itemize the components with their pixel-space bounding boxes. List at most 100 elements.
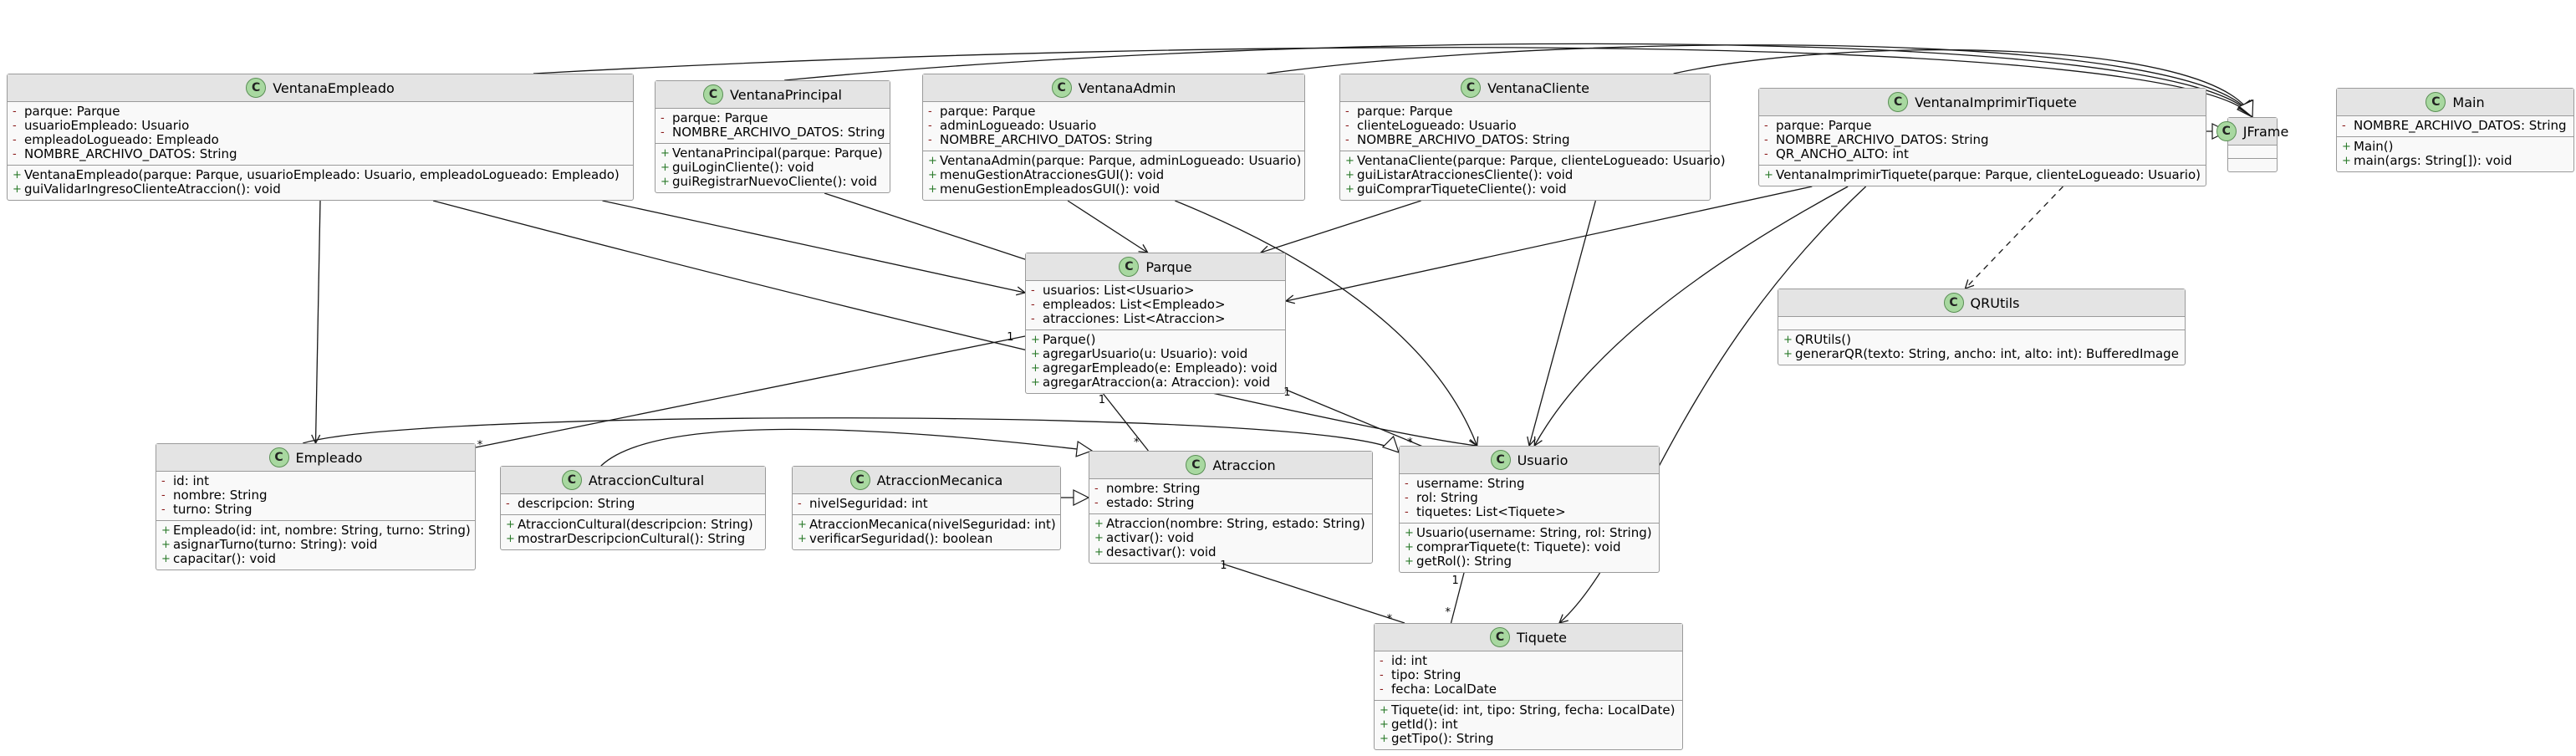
method-text: comprarTiquete(t: Tiquete): void — [1416, 539, 1621, 554]
method-text: guiLoginCliente(): void — [672, 160, 814, 175]
public-visibility-icon: + — [1380, 733, 1389, 745]
public-visibility-icon: + — [928, 183, 937, 196]
fields-section: -username: String-rol: String-tiquetes: … — [1400, 474, 1659, 523]
method-row: +VentanaImprimirTiquete(parque: Parque, … — [1764, 168, 2201, 182]
method-row: +QRUtils() — [1783, 333, 2180, 347]
public-visibility-icon: + — [1345, 155, 1354, 167]
field-row: -estado: String — [1094, 496, 1367, 510]
field-text: usuarioEmpleado: Usuario — [24, 118, 190, 133]
field-row: -fecha: LocalDate — [1380, 682, 1677, 697]
class-stereotype-icon: C — [1119, 257, 1140, 277]
public-visibility-icon: + — [798, 533, 807, 545]
field-row: -tiquetes: List<Tiquete> — [1405, 505, 1654, 519]
fields-section: -parque: Parque-NOMBRE_ARCHIVO_DATOS: St… — [655, 109, 890, 143]
class-stereotype-icon: C — [703, 84, 724, 105]
field-row: -parque: Parque — [1345, 105, 1705, 119]
field-text: NOMBRE_ARCHIVO_DATOS: String — [2354, 118, 2567, 133]
class-name: VentanaEmpleado — [273, 79, 395, 96]
public-visibility-icon: + — [1405, 527, 1414, 539]
field-row: -parque: Parque — [1764, 119, 2201, 133]
multiplicity-label: 1 — [1283, 386, 1291, 399]
class-name: Atraccion — [1212, 457, 1276, 473]
fields-section: -id: int-nombre: String-turno: String — [156, 472, 475, 520]
field-text: clienteLogueado: Usuario — [1357, 118, 1517, 133]
method-text: desactivar(): void — [1106, 544, 1217, 559]
fields-section: -id: int-tipo: String-fecha: LocalDate — [1375, 651, 1682, 700]
method-text: Empleado(id: int, nombre: String, turno:… — [173, 523, 471, 538]
method-text: menuGestionAtraccionesGUI(): void — [940, 167, 1165, 182]
method-row: +VentanaAdmin(parque: Parque, adminLogue… — [928, 153, 1302, 168]
method-row: +Empleado(id: int, nombre: String, turno… — [161, 523, 471, 538]
method-row: +AtraccionCultural(descripcion: String) — [506, 518, 760, 532]
field-text: parque: Parque — [1776, 118, 1872, 133]
public-visibility-icon: + — [1345, 169, 1354, 181]
class-name: AtraccionCultural — [588, 472, 705, 488]
multiplicity-label: 1 — [1007, 330, 1014, 344]
method-text: VentanaPrincipal(parque: Parque) — [672, 146, 883, 161]
method-row: +activar(): void — [1094, 531, 1367, 545]
field-row: -adminLogueado: Usuario — [928, 119, 1299, 133]
private-visibility-icon: - — [13, 105, 17, 118]
field-text: parque: Parque — [672, 110, 768, 125]
private-visibility-icon: - — [1764, 148, 1768, 161]
method-row: +Usuario(username: String, rol: String) — [1405, 526, 1654, 540]
method-text: agregarUsuario(u: Usuario): void — [1043, 346, 1248, 361]
field-text: usuarios: List<Usuario> — [1043, 283, 1195, 298]
field-text: NOMBRE_ARCHIVO_DATOS: String — [24, 146, 237, 161]
private-visibility-icon: - — [1764, 120, 1768, 132]
public-visibility-icon: + — [1031, 376, 1040, 389]
methods-section: +AtraccionCultural(descripcion: String)+… — [501, 514, 765, 549]
public-visibility-icon: + — [161, 553, 171, 565]
field-row: -empleados: List<Empleado> — [1031, 298, 1280, 312]
method-row: +AtraccionMecanica(nivelSeguridad: int) — [798, 518, 1056, 532]
fields-section: -parque: Parque-NOMBRE_ARCHIVO_DATOS: St… — [1759, 116, 2206, 165]
multiplicity-label: * — [1386, 613, 1393, 626]
fields-section: -parque: Parque-usuarioEmpleado: Usuario… — [8, 102, 633, 165]
field-row: -usuarios: List<Usuario> — [1031, 284, 1280, 298]
method-text: VentanaAdmin(parque: Parque, adminLoguea… — [940, 153, 1302, 168]
relation-inheritance-ventana-cliente-to-jframe — [1673, 49, 2254, 119]
methods-section: +VentanaCliente(parque: Parque, clienteL… — [1340, 151, 1726, 200]
class-name: VentanaCliente — [1487, 79, 1589, 96]
public-visibility-icon: + — [13, 183, 22, 196]
method-text: getId(): int — [1391, 717, 1458, 732]
private-visibility-icon: - — [161, 489, 166, 502]
method-row: +comprarTiquete(t: Tiquete): void — [1405, 540, 1654, 554]
method-text: guiListarAtraccionesCliente(): void — [1357, 167, 1574, 182]
private-visibility-icon: - — [661, 126, 665, 139]
method-row: +Main() — [2342, 140, 2568, 154]
methods-section: +Tiquete(id: int, tipo: String, fecha: L… — [1375, 700, 1682, 749]
private-visibility-icon: - — [1380, 683, 1384, 696]
private-visibility-icon: - — [1345, 134, 1349, 146]
field-text: nombre: String — [173, 488, 268, 503]
method-row: +generarQR(texto: String, ancho: int, al… — [1783, 347, 2180, 361]
private-visibility-icon: - — [13, 148, 17, 161]
field-text: parque: Parque — [24, 104, 120, 119]
relation-association-ventana-imprimir-tiquete-to-tiquete — [1559, 186, 1867, 623]
public-visibility-icon: + — [506, 533, 515, 545]
private-visibility-icon: - — [161, 475, 166, 488]
fields-section: -parque: Parque-clienteLogueado: Usuario… — [1340, 102, 1710, 151]
method-text: verificarSeguridad(): boolean — [809, 531, 993, 546]
relation-dependency-ventana-imprimir-tiquete-to-qrutils — [1965, 186, 2063, 289]
method-row: +agregarAtraccion(a: Atraccion): void — [1031, 375, 1280, 390]
method-row: +getTipo(): String — [1380, 732, 1677, 746]
multiplicity-label: 1 — [1451, 574, 1459, 587]
private-visibility-icon: - — [1094, 483, 1099, 495]
method-text: capacitar(): void — [173, 551, 277, 566]
private-visibility-icon: - — [13, 120, 17, 132]
private-visibility-icon: - — [928, 120, 932, 132]
private-visibility-icon: - — [798, 498, 802, 510]
field-row: -clienteLogueado: Usuario — [1345, 119, 1705, 133]
methods-section: +Main()+main(args: String[]): void — [2337, 136, 2573, 171]
field-text: fecha: LocalDate — [1391, 682, 1497, 697]
